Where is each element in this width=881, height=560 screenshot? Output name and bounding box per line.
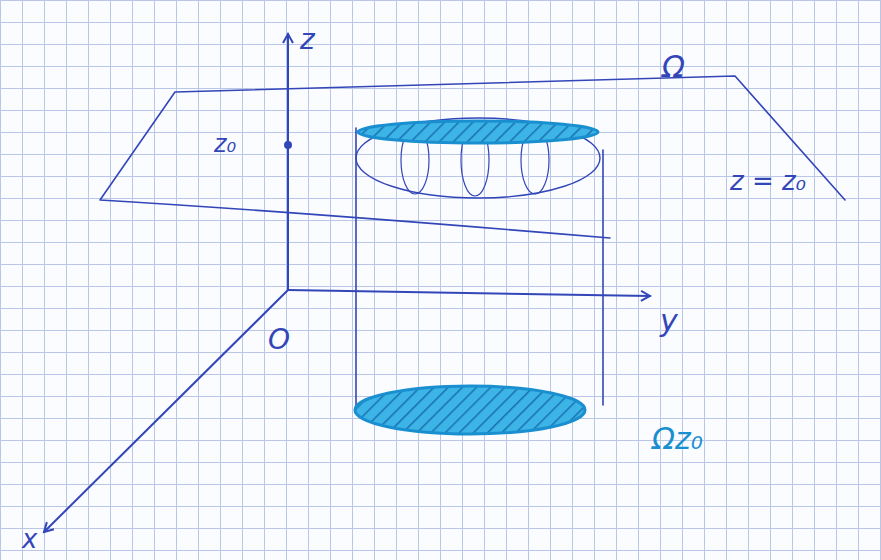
region-label: Ω — [662, 52, 685, 82]
origin-label: O — [268, 326, 290, 354]
projection-label: Ωz₀ — [652, 424, 703, 454]
tick-label: z₀ — [214, 132, 236, 156]
plane-label: z = z₀ — [730, 168, 806, 194]
axis-label: y — [660, 306, 678, 336]
axis-label: z — [300, 26, 315, 54]
axis-label: x — [22, 526, 37, 552]
